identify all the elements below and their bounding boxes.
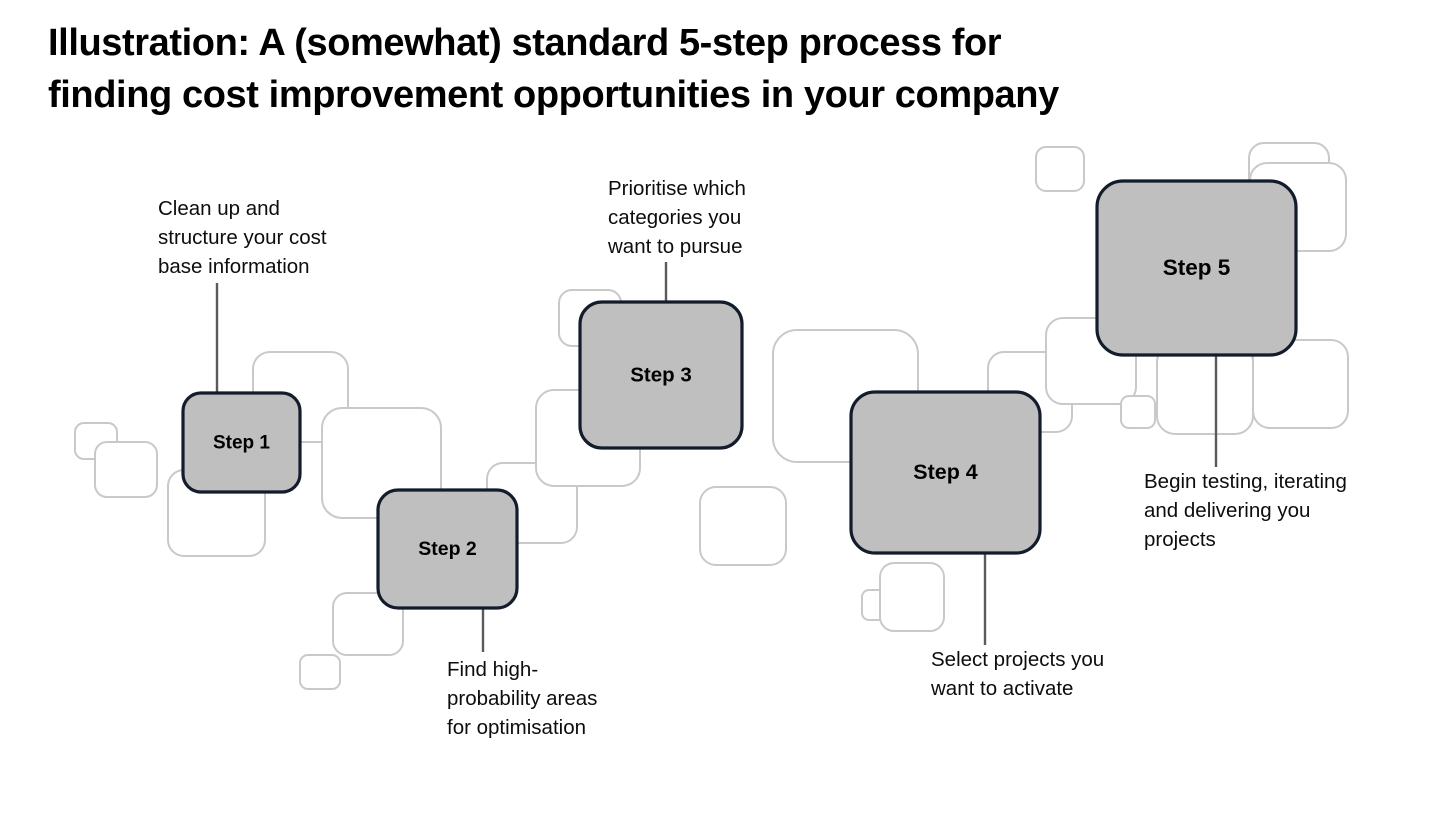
step-node-1[interactable]: Step 1 [181,391,302,494]
annotation-text-step-2: Find high- probability areas for optimis… [447,658,598,739]
step-label-3: Step 3 [630,363,692,386]
decorative-rounded-square [332,592,404,656]
decorative-rounded-square [1252,339,1349,429]
decorative-rounded-square [299,654,341,690]
annotation-text-step-4: Select projects you want to activate [931,648,1105,700]
decorative-rounded-square [699,486,787,566]
step-box-3[interactable] [578,300,744,450]
decorative-rounded-square [879,562,945,632]
annotation-text-step-3: Prioritise which categories you want to … [608,177,746,258]
decorative-rounded-square [1120,395,1156,429]
step-boxes-layer: Step 1 Step 2 Step 3 Step 4 Step 5 [181,179,1298,610]
step-label-5: Step 5 [1163,255,1231,280]
step-label-2: Step 2 [418,538,477,560]
page-title: Illustration: A (somewhat) standard 5-st… [48,22,1059,116]
decorative-rounded-square [94,441,158,498]
step-box-5[interactable] [1095,179,1298,357]
step-box-2[interactable] [376,488,519,610]
annotation-text-step-1: Clean up and structure your cost base in… [158,197,327,278]
step-box-4[interactable] [849,390,1042,555]
step-label-4: Step 4 [913,460,978,484]
step-box-1[interactable] [181,391,302,494]
step-node-4[interactable]: Step 4 [849,390,1042,555]
step-label-1: Step 1 [213,433,270,454]
decorative-rounded-square [1156,343,1254,435]
step-node-3[interactable]: Step 3 [578,300,744,450]
decorative-rounded-square [1035,146,1085,192]
step-node-5[interactable]: Step 5 [1095,179,1298,357]
connector-lines-layer [215,262,1218,652]
step-node-2[interactable]: Step 2 [376,488,519,610]
annotation-text-step-5: Begin testing, iterating and delivering … [1144,470,1347,551]
